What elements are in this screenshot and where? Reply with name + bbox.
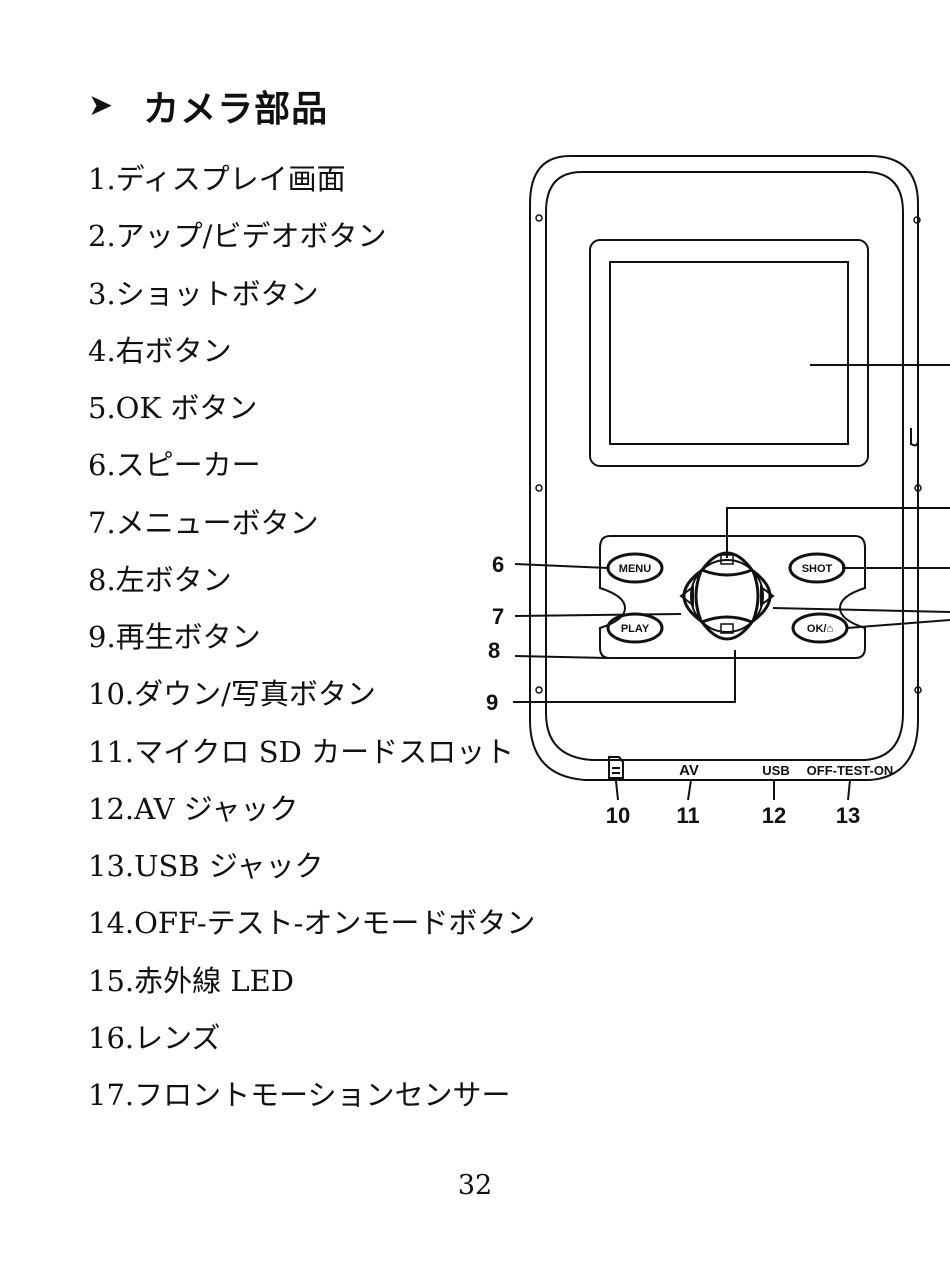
callout-10: 10 [606,803,630,828]
left-leaders [513,563,736,703]
ok-button[interactable]: OK/⌂ [791,612,849,644]
right-arrow-icon [760,585,775,607]
usb-jack-label: USB [762,763,789,778]
av-jack-label: AV [679,762,699,779]
shot-button-label: SHOT [802,563,833,575]
camera-diagram: MENU SHOT PLAY OK/⌂ [486,155,950,828]
parts-list: 1.ディスプレイ画面 2.アップ/ビデオボタン 3.ショットボタン 4.右ボタン… [88,151,535,1124]
list-item: 9.再生ボタン [88,620,261,654]
page-number: 32 [457,1170,493,1201]
mode-switch-label: OFF-TEST-ON [807,763,894,778]
left-button[interactable] [679,566,705,626]
list-item: 2.アップ/ビデオボタン [88,219,387,254]
shot-button[interactable]: SHOT [788,552,846,584]
list-item: 17.フロントモーションセンサー [88,1078,511,1112]
left-arrow-icon [679,585,694,607]
ok-button-label: OK/⌂ [807,623,833,635]
list-item: 8.左ボタン [88,562,232,597]
menu-button[interactable]: MENU [606,552,664,584]
photo-icon [720,623,734,634]
section-heading: ➤ カメラ部品 [88,78,328,134]
play-button-label: PLAY [621,623,650,635]
screw-holes [535,214,922,694]
list-item: 11.マイクロ SD カードスロット [88,734,515,769]
camera-body-outer [529,155,919,781]
callout-8: 8 [488,638,500,663]
section-title: カメラ部品 [143,89,329,130]
play-button[interactable]: PLAY [606,612,664,644]
dpad [679,551,775,641]
callout-9: 9 [486,690,498,715]
list-item: 12.AV ジャック [88,791,299,826]
button-panel [599,535,866,659]
list-item: 14.OFF-テスト-オンモードボタン [88,906,536,941]
list-item: 5.OK ボタン [88,391,258,425]
side-clip [910,415,919,447]
right-leaders [726,507,950,629]
callout-7: 7 [492,604,504,629]
list-item: 16.レンズ [88,1020,221,1055]
menu-button-label: MENU [619,563,651,575]
bullet-arrow-icon: ➤ [88,88,114,123]
display-screen [609,261,849,445]
camera-body-inner [545,171,904,761]
list-item: 10.ダウン/写真ボタン [88,677,376,712]
callout-12: 12 [762,803,786,828]
display-frame [589,239,869,467]
list-item: 13.USB ジャック [88,849,324,883]
list-item: 6.スピーカー [88,448,261,483]
list-item: 15.赤外線 LED [88,963,295,998]
list-item: 4.右ボタン [88,333,232,368]
callout-13: 13 [836,803,860,828]
list-item: 3.ショットボタン [88,276,319,311]
right-button[interactable] [749,566,775,626]
callout-11: 11 [676,803,699,828]
list-item: 7.メニューボタン [88,505,319,540]
list-item: 1.ディスプレイ画面 [88,162,346,196]
callout-6: 6 [492,552,504,577]
sd-card-slot-icon [608,756,624,779]
bottom-leaders [615,779,851,801]
